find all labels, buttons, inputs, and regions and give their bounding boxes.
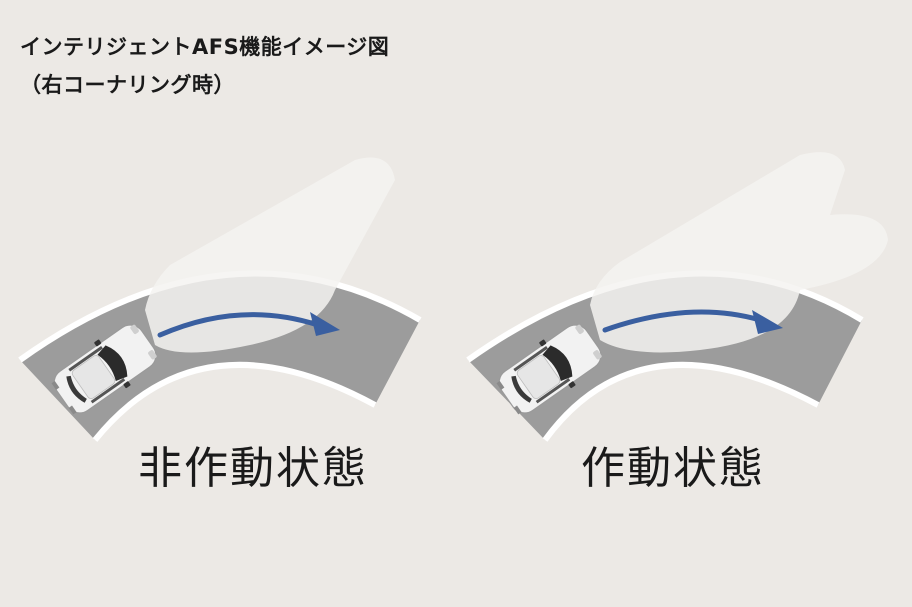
light-beam-active <box>590 152 888 353</box>
diagram-title: インテリジェントAFS機能イメージ図 （右コーナリング時） <box>20 28 389 104</box>
direction-arrow-active <box>602 309 763 333</box>
arrow-head-active <box>752 310 783 334</box>
arrow-head-inactive <box>310 312 340 336</box>
road-edge-inner-inactive <box>92 361 377 442</box>
road-inactive <box>20 273 420 440</box>
direction-arrow-inactive <box>157 312 321 338</box>
caption-active: 作動状態 <box>581 443 765 494</box>
title-line-1: インテリジェントAFS機能イメージ図 <box>20 35 390 59</box>
panel-inactive <box>18 157 422 442</box>
title-line-2: （右コーナリング時） <box>20 73 235 97</box>
light-beam-inactive <box>145 157 395 353</box>
panel-active <box>466 152 888 442</box>
road-edge-inner-active <box>542 361 820 442</box>
caption-inactive: 非作動状態 <box>138 443 368 494</box>
